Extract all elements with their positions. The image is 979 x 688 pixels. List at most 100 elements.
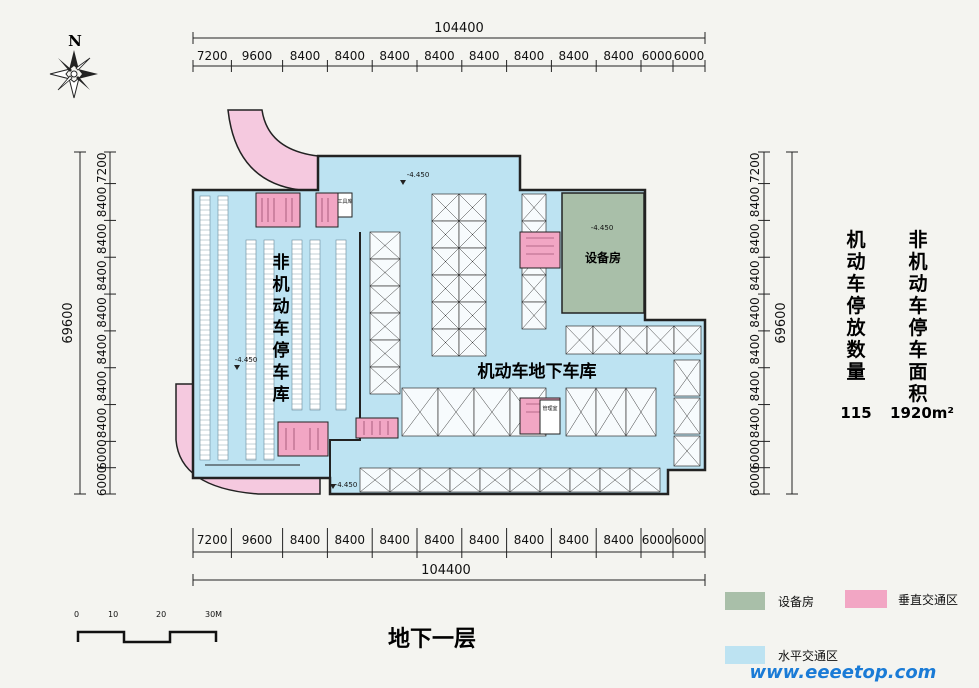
dimension-label: 6000	[748, 439, 762, 470]
tool-room-label: 工具库	[337, 198, 352, 205]
dimension-label: 9600	[242, 533, 273, 547]
dimension-label: 8400	[748, 187, 762, 218]
top-total-dimension: 104400	[434, 21, 484, 36]
stacked-character: 机	[908, 251, 927, 273]
dimension-label: 8400	[559, 533, 590, 547]
scale-label-30: 30M	[205, 610, 222, 619]
dimension-label: 8400	[424, 49, 455, 63]
dimension-label: 7200	[197, 49, 228, 63]
bicycle-stall-band	[291, 239, 303, 411]
dimension-label: 6000	[95, 466, 109, 497]
stacked-character: 车	[273, 318, 290, 339]
dimension-label: 8400	[95, 408, 109, 439]
dimension-label: 6000	[748, 466, 762, 497]
scale-label-0: 0	[74, 610, 79, 619]
dimension-label: 8400	[335, 533, 366, 547]
dimension-label: 8400	[95, 224, 109, 255]
dimension-label: 8400	[748, 260, 762, 291]
bicycle-stall-band	[263, 239, 275, 461]
legend-swatch-horizontal-traffic	[725, 646, 765, 664]
dimension-label: 8400	[379, 49, 410, 63]
stacked-character: 车	[846, 272, 865, 295]
north-arrow-icon	[49, 50, 98, 99]
elevation-marker-left: -4.450	[235, 356, 258, 364]
bicycle-stall-band	[245, 239, 257, 461]
stacked-character: 停	[273, 340, 290, 361]
dimension-label: 7200	[748, 153, 762, 184]
right-dimension-chain	[763, 151, 798, 495]
tool-room	[337, 192, 353, 218]
stacked-character: 非	[908, 229, 927, 251]
dimension-label: 8400	[469, 49, 500, 63]
dimension-label: 9600	[242, 49, 273, 63]
bicycle-parking-stalls	[199, 195, 347, 461]
stacked-character: 动	[908, 273, 927, 295]
stacked-character: 停	[846, 294, 865, 317]
stacked-character: 数	[846, 338, 866, 361]
equipment-room	[561, 192, 645, 314]
stacked-character: 库	[273, 384, 290, 405]
nonmotor-garage-wall	[329, 232, 361, 478]
stacked-character: 积	[908, 383, 927, 405]
elevation-marker-bottom: -4.450	[335, 481, 358, 489]
stacked-character: 非	[273, 252, 290, 273]
stacked-character: 车	[273, 362, 290, 383]
elevation-triangle-icon	[400, 180, 406, 185]
legend-swatch-equipment	[725, 592, 765, 610]
scale-label-10: 10	[108, 610, 118, 619]
dimension-label: 8400	[424, 533, 455, 547]
dimension-label: 8400	[290, 533, 321, 547]
elevation-triangle-icon	[234, 365, 240, 370]
equipment-room-label: 设备房	[585, 250, 621, 265]
dimension-label: 8400	[748, 408, 762, 439]
dimension-label: 8400	[514, 533, 545, 547]
dimension-label: 7200	[197, 533, 228, 547]
stacked-character: 停	[908, 316, 927, 339]
dimension-label: 8400	[514, 49, 545, 63]
elevation-triangle-icon	[330, 484, 336, 489]
scale-label-20: 20	[156, 610, 166, 619]
legend-swatch-vertical-traffic	[845, 590, 887, 608]
dimension-label: 8400	[95, 187, 109, 218]
dimension-label: 6000	[642, 533, 673, 547]
dimension-label: 6000	[642, 49, 673, 63]
dimension-label: 8400	[290, 49, 321, 63]
legend-label-vertical-traffic: 垂直交通区	[898, 592, 958, 607]
dimension-label: 8400	[603, 533, 634, 547]
bicycle-stall-band	[199, 195, 211, 461]
dimension-label: 8400	[379, 533, 410, 547]
dimension-label: 8400	[335, 49, 366, 63]
dimension-label: 8400	[748, 371, 762, 402]
stacked-character: 面	[908, 361, 927, 383]
scale-bar	[76, 630, 218, 644]
car-parking-bays	[359, 193, 702, 493]
left-total-dimension: 69600	[61, 302, 76, 343]
bicycle-stall-band	[335, 239, 347, 411]
dimension-label: 8400	[95, 334, 109, 365]
dimension-label: 6000	[95, 439, 109, 470]
management-room	[539, 399, 561, 435]
right-total-dimension: 69600	[774, 302, 789, 343]
stacked-character: 机	[273, 274, 290, 295]
bottom-total-dimension: 104400	[421, 563, 471, 578]
stacked-character: 机	[846, 229, 865, 251]
left-dimension-chain	[74, 151, 111, 495]
bicycle-stall-band	[217, 195, 229, 461]
floor-title: 地下一层	[388, 627, 476, 652]
north-label: N	[68, 32, 82, 50]
top-dimension-chain	[192, 32, 706, 67]
stacked-character: 放	[845, 316, 866, 339]
legend-label-equipment: 设备房	[778, 594, 814, 609]
dimension-label: 8400	[95, 297, 109, 328]
dimension-label: 8400	[559, 49, 590, 63]
equipment-elevation: -4.450	[591, 224, 614, 232]
stacked-character: 动	[846, 251, 865, 273]
dimension-label: 8400	[748, 334, 762, 365]
bicycle-stall-band	[309, 239, 321, 411]
stacked-character: 量	[846, 361, 865, 383]
